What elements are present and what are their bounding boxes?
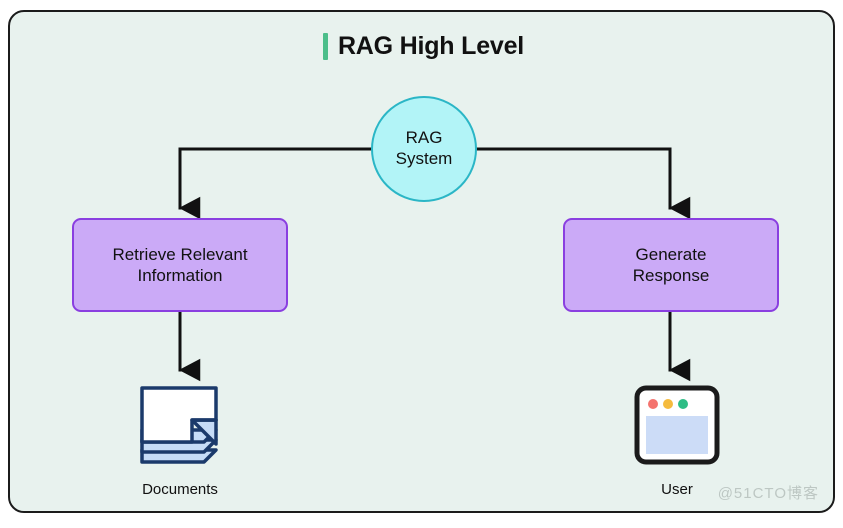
node-rag-system[interactable]: RAG System <box>371 96 477 202</box>
diagram-canvas: RAG High Level RAG System Retrieve Relev… <box>8 10 835 513</box>
node-user[interactable]: User <box>617 380 737 498</box>
node-retrieve-relevant-information[interactable]: Retrieve Relevant Information <box>72 218 288 312</box>
node-generate-label: Generate Response <box>632 244 710 285</box>
watermark: @51CTO博客 <box>717 485 819 502</box>
browser-window-icon <box>634 385 720 465</box>
window-dot-red <box>648 399 658 409</box>
documents-stack-icon <box>140 386 218 464</box>
edge-root-to-retrieve <box>178 147 373 220</box>
node-user-label: User <box>661 481 693 498</box>
diagram-title: RAG High Level <box>10 32 833 61</box>
title-label: RAG High Level <box>337 32 525 60</box>
title-accent-bar <box>322 33 328 60</box>
window-dot-yellow <box>663 399 673 409</box>
node-documents[interactable]: Documents <box>120 380 240 498</box>
node-rag-system-label: RAG System <box>395 128 453 168</box>
window-dot-green <box>678 399 688 409</box>
node-documents-label: Documents <box>142 481 218 498</box>
node-generate-response[interactable]: Generate Response <box>563 218 779 312</box>
edge-root-to-generate <box>475 147 691 220</box>
node-retrieve-label: Retrieve Relevant Information <box>112 244 248 285</box>
